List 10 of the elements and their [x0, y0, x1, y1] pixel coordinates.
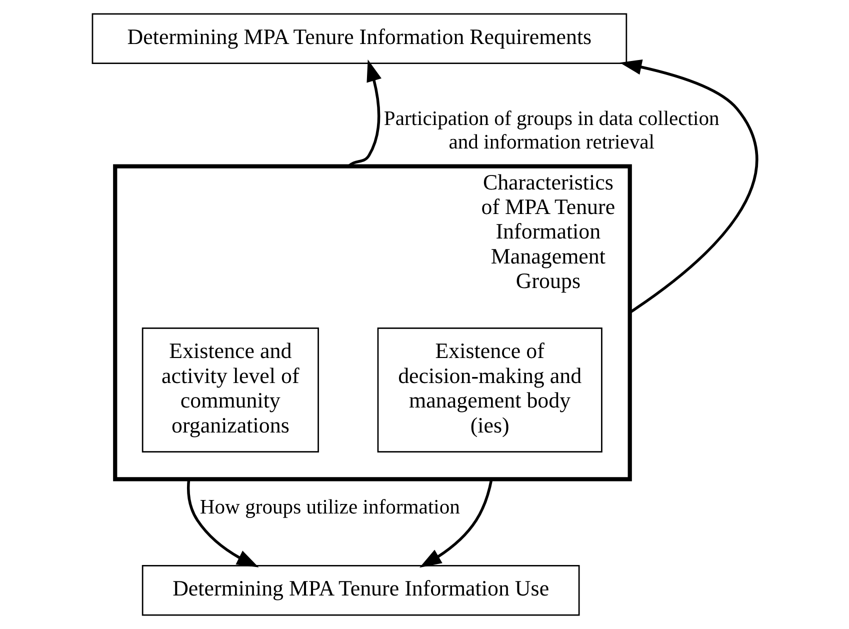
edge-label: Participation of groups in data collection and information retrieval — [383, 108, 719, 154]
node-box: Existence and activity level of community organizations — [141, 328, 318, 452]
arrow — [419, 478, 492, 568]
arrow — [619, 59, 758, 314]
node-box: Determining MPA Tenure Information Use — [141, 565, 580, 616]
edge-label: How groups utilize information — [199, 496, 460, 519]
arrow — [186, 479, 258, 568]
node-box: Determining MPA Tenure Information Requirements — [91, 13, 627, 64]
arrow — [347, 59, 381, 168]
node-box: Existence of decision-making and management body (ies) — [376, 328, 602, 452]
